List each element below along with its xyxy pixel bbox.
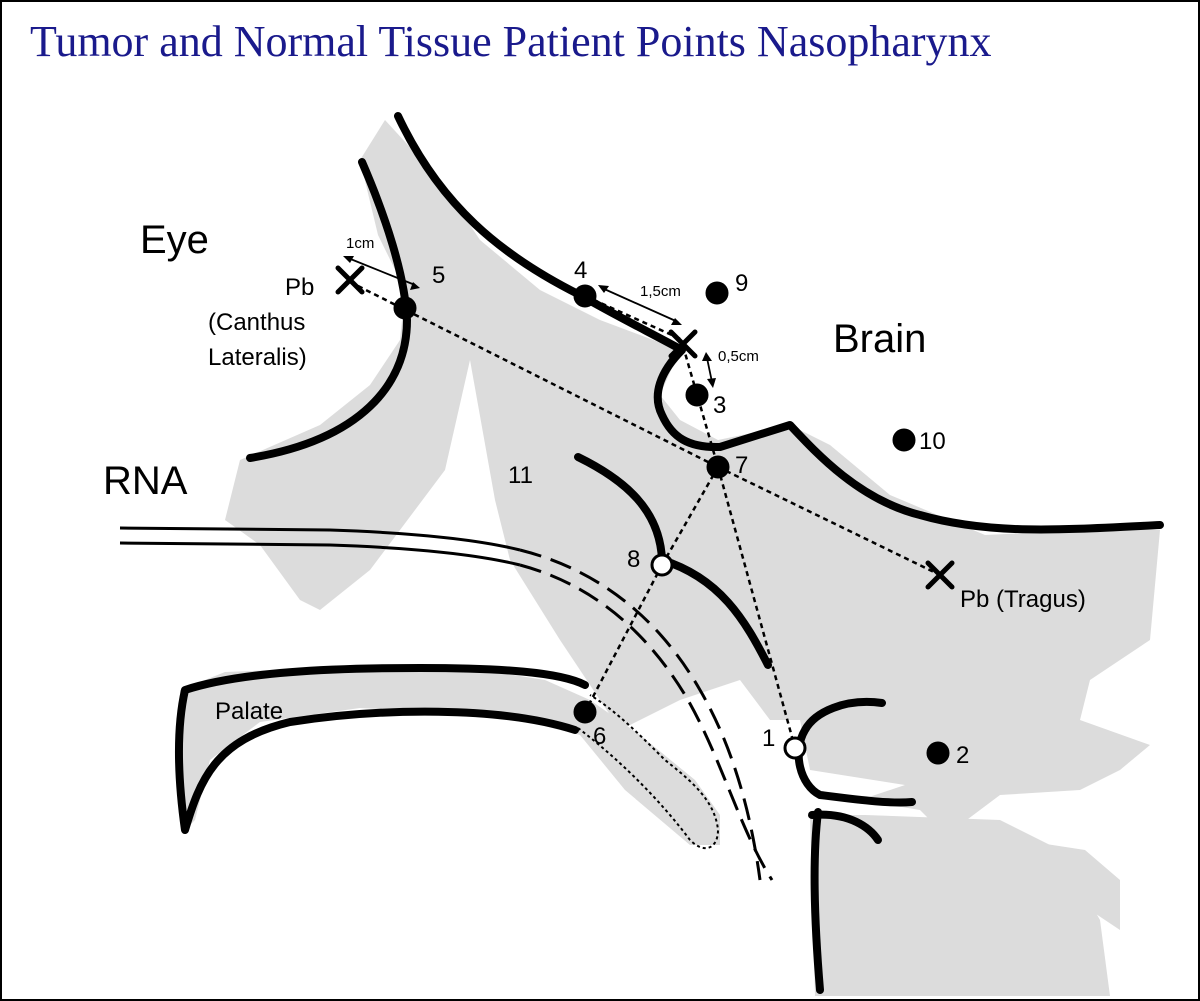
point-label-3: 3 <box>713 392 726 419</box>
arrowhead-0-5cm-b <box>707 378 716 388</box>
line-8-to-6 <box>583 564 664 713</box>
label-eye: Eye <box>140 218 209 262</box>
label-rna: RNA <box>103 459 188 503</box>
airway-tube <box>119 526 774 881</box>
line-pb-canthus-to-7 <box>349 280 719 469</box>
arrowhead-1cm-b <box>410 282 420 290</box>
arrowhead-1-5cm-a <box>598 285 609 293</box>
landmark-x-marker <box>668 329 698 359</box>
label-measure-1cm: 1cm <box>346 235 374 252</box>
point-marker-1 <box>783 736 807 760</box>
label-palate: Palate <box>215 698 283 725</box>
anatomical-contours <box>175 112 1164 994</box>
point-marker-4 <box>573 284 597 308</box>
orbit-contour <box>246 158 411 462</box>
arrow-1cm <box>347 257 416 286</box>
arrow-1-5cm <box>601 287 679 323</box>
point-label-9: 9 <box>735 270 748 297</box>
airway-line-upper-dashed <box>519 548 762 881</box>
point-label-6: 6 <box>593 723 606 750</box>
point-label-11: 11 <box>508 462 533 489</box>
lower-vertebra-contour <box>810 808 824 994</box>
arrowhead-1cm-a <box>343 256 354 263</box>
line-7-to-1 <box>716 466 797 749</box>
point-label-5: 5 <box>432 262 445 289</box>
line-7-to-8 <box>660 466 720 566</box>
reference-markers <box>335 265 955 590</box>
point-marker-5 <box>393 296 417 320</box>
point-label-4: 4 <box>574 257 587 284</box>
upper-tissue-region <box>225 120 1160 930</box>
point-marker-2 <box>926 741 950 765</box>
arrow-0-5cm <box>706 357 713 383</box>
pb-canthus-x-marker <box>335 265 365 295</box>
point-marker-8 <box>650 553 674 577</box>
label-pb-canthus-3: Lateralis) <box>208 344 307 371</box>
label-pb-tragus: Pb (Tragus) <box>960 586 1086 613</box>
label-pb-canthus-2: (Canthus <box>208 309 305 336</box>
measurement-arrows <box>343 256 716 388</box>
palate-contour <box>175 664 589 834</box>
point-label-10: 10 <box>919 428 946 455</box>
connection-lines <box>349 280 941 749</box>
point-marker-7 <box>706 455 730 479</box>
airway-line-upper-solid <box>119 526 521 552</box>
label-pb-canthus-1: Pb <box>285 274 314 301</box>
label-measure-0-5cm: 0,5cm <box>718 348 759 365</box>
airway-line-lower-solid <box>119 541 521 567</box>
point-marker-6 <box>573 700 597 724</box>
lower-tissue-region <box>810 815 1110 996</box>
label-brain: Brain <box>833 317 926 361</box>
point-label-1: 1 <box>762 725 775 752</box>
patient-points <box>393 281 950 765</box>
point-marker-3 <box>685 383 709 407</box>
skull-base-upper-contour <box>394 112 1164 534</box>
figure-title: Tumor and Normal Tissue Patient Points N… <box>30 17 992 66</box>
point-marker-9 <box>705 281 729 305</box>
arrowhead-1-5cm-b <box>671 318 682 325</box>
upper-vertebra-contour <box>794 698 916 807</box>
point-label-8: 8 <box>627 546 640 573</box>
label-measure-1-5cm: 1,5cm <box>640 283 681 300</box>
point-marker-10 <box>892 428 916 452</box>
lower-vertebra-top-contour <box>808 810 882 844</box>
arrowhead-0-5cm-a <box>702 352 712 361</box>
point-label-7: 7 <box>735 452 748 479</box>
point-label-2: 2 <box>956 742 969 769</box>
line-x-to-7 <box>681 345 720 468</box>
airway-line-lower-dashed <box>519 563 774 881</box>
pb-tragus-x-marker <box>925 560 955 590</box>
